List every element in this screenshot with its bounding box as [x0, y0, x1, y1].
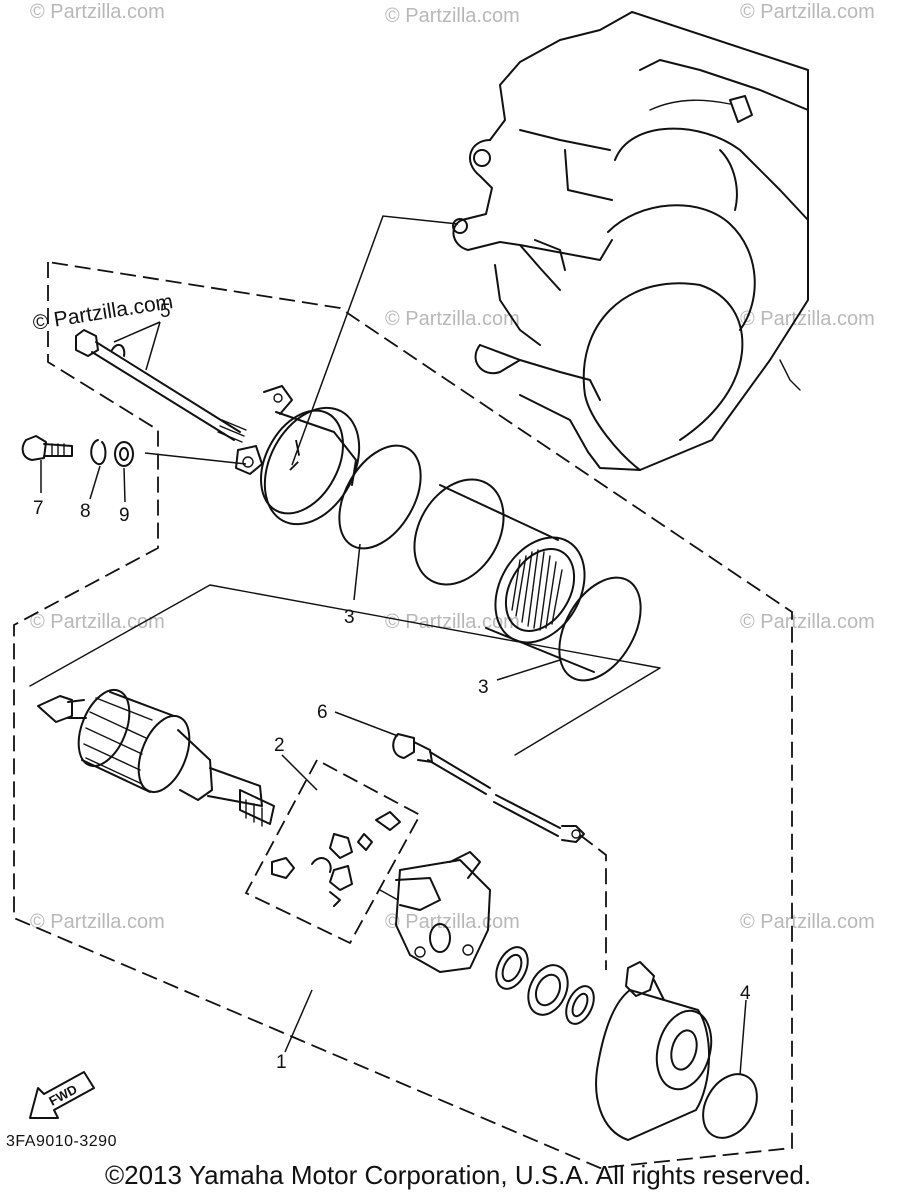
copyright-notice: ©2013 Yamaha Motor Corporation, U.S.A. A…: [104, 1160, 812, 1190]
front-cover: [235, 385, 361, 526]
brush-plate: [379, 851, 491, 973]
watermark: © Partzilla.com: [385, 5, 520, 27]
crankcase: [452, 11, 809, 471]
watermark: © Partzilla.com: [30, 911, 165, 933]
brush-group-outline: [244, 758, 422, 945]
washer-set: [565, 985, 595, 1025]
diagram-code: 3FA9010-3290: [6, 1133, 117, 1150]
callout-leaders: [40, 321, 747, 1076]
terminal-lead: [392, 733, 585, 843]
o-ring-upper: [338, 444, 422, 550]
watermark: © Partzilla.com: [30, 611, 165, 633]
callout-9: 9: [119, 505, 130, 526]
through-bolt: [75, 329, 247, 443]
callout-numbers: 5 7 8 9 3 3 6 2 4 1: [33, 301, 751, 1073]
watermark-layer: © Partzilla.com © Partzilla.com © Partzi…: [30, 1, 875, 933]
lead-leader: [579, 834, 607, 970]
lock-washer: [90, 439, 107, 466]
armature: [37, 689, 275, 827]
bearing: [527, 964, 569, 1016]
small-bolt: [21, 435, 73, 461]
callout-7: 7: [33, 498, 44, 519]
callout-5: 5: [160, 301, 171, 322]
flat-washer: [114, 441, 134, 467]
callout-8: 8: [80, 501, 91, 522]
watermark: © Partzilla.com: [30, 1, 165, 23]
callout-4: 4: [740, 983, 751, 1004]
fwd-arrow-icon: FWD: [29, 1071, 95, 1119]
watermark: © Partzilla.com: [385, 308, 520, 330]
watermark: © Partzilla.com: [740, 611, 875, 633]
watermark: © Partzilla.com: [740, 911, 875, 933]
callout-3-upper: 3: [344, 607, 355, 628]
watermark: © Partzilla.com: [740, 1, 875, 23]
callout-2: 2: [274, 735, 285, 756]
watermark-top-left: © Partzilla.com: [31, 290, 174, 335]
watermark: © Partzilla.com: [740, 308, 875, 330]
o-ring-lower: [558, 576, 642, 682]
o-ring-rear: [702, 1073, 758, 1139]
upper-group-outline: [13, 261, 793, 1169]
armature-group-outline: [29, 584, 661, 756]
rear-cover: [595, 961, 713, 1141]
watermark: © Partzilla.com: [385, 911, 520, 933]
brush-set: [271, 811, 401, 907]
callout-1: 1: [276, 1052, 287, 1073]
callout-6: 6: [317, 702, 328, 723]
oil-seal: [495, 946, 529, 990]
yoke: [413, 478, 595, 673]
callout-3-lower: 3: [478, 677, 489, 698]
